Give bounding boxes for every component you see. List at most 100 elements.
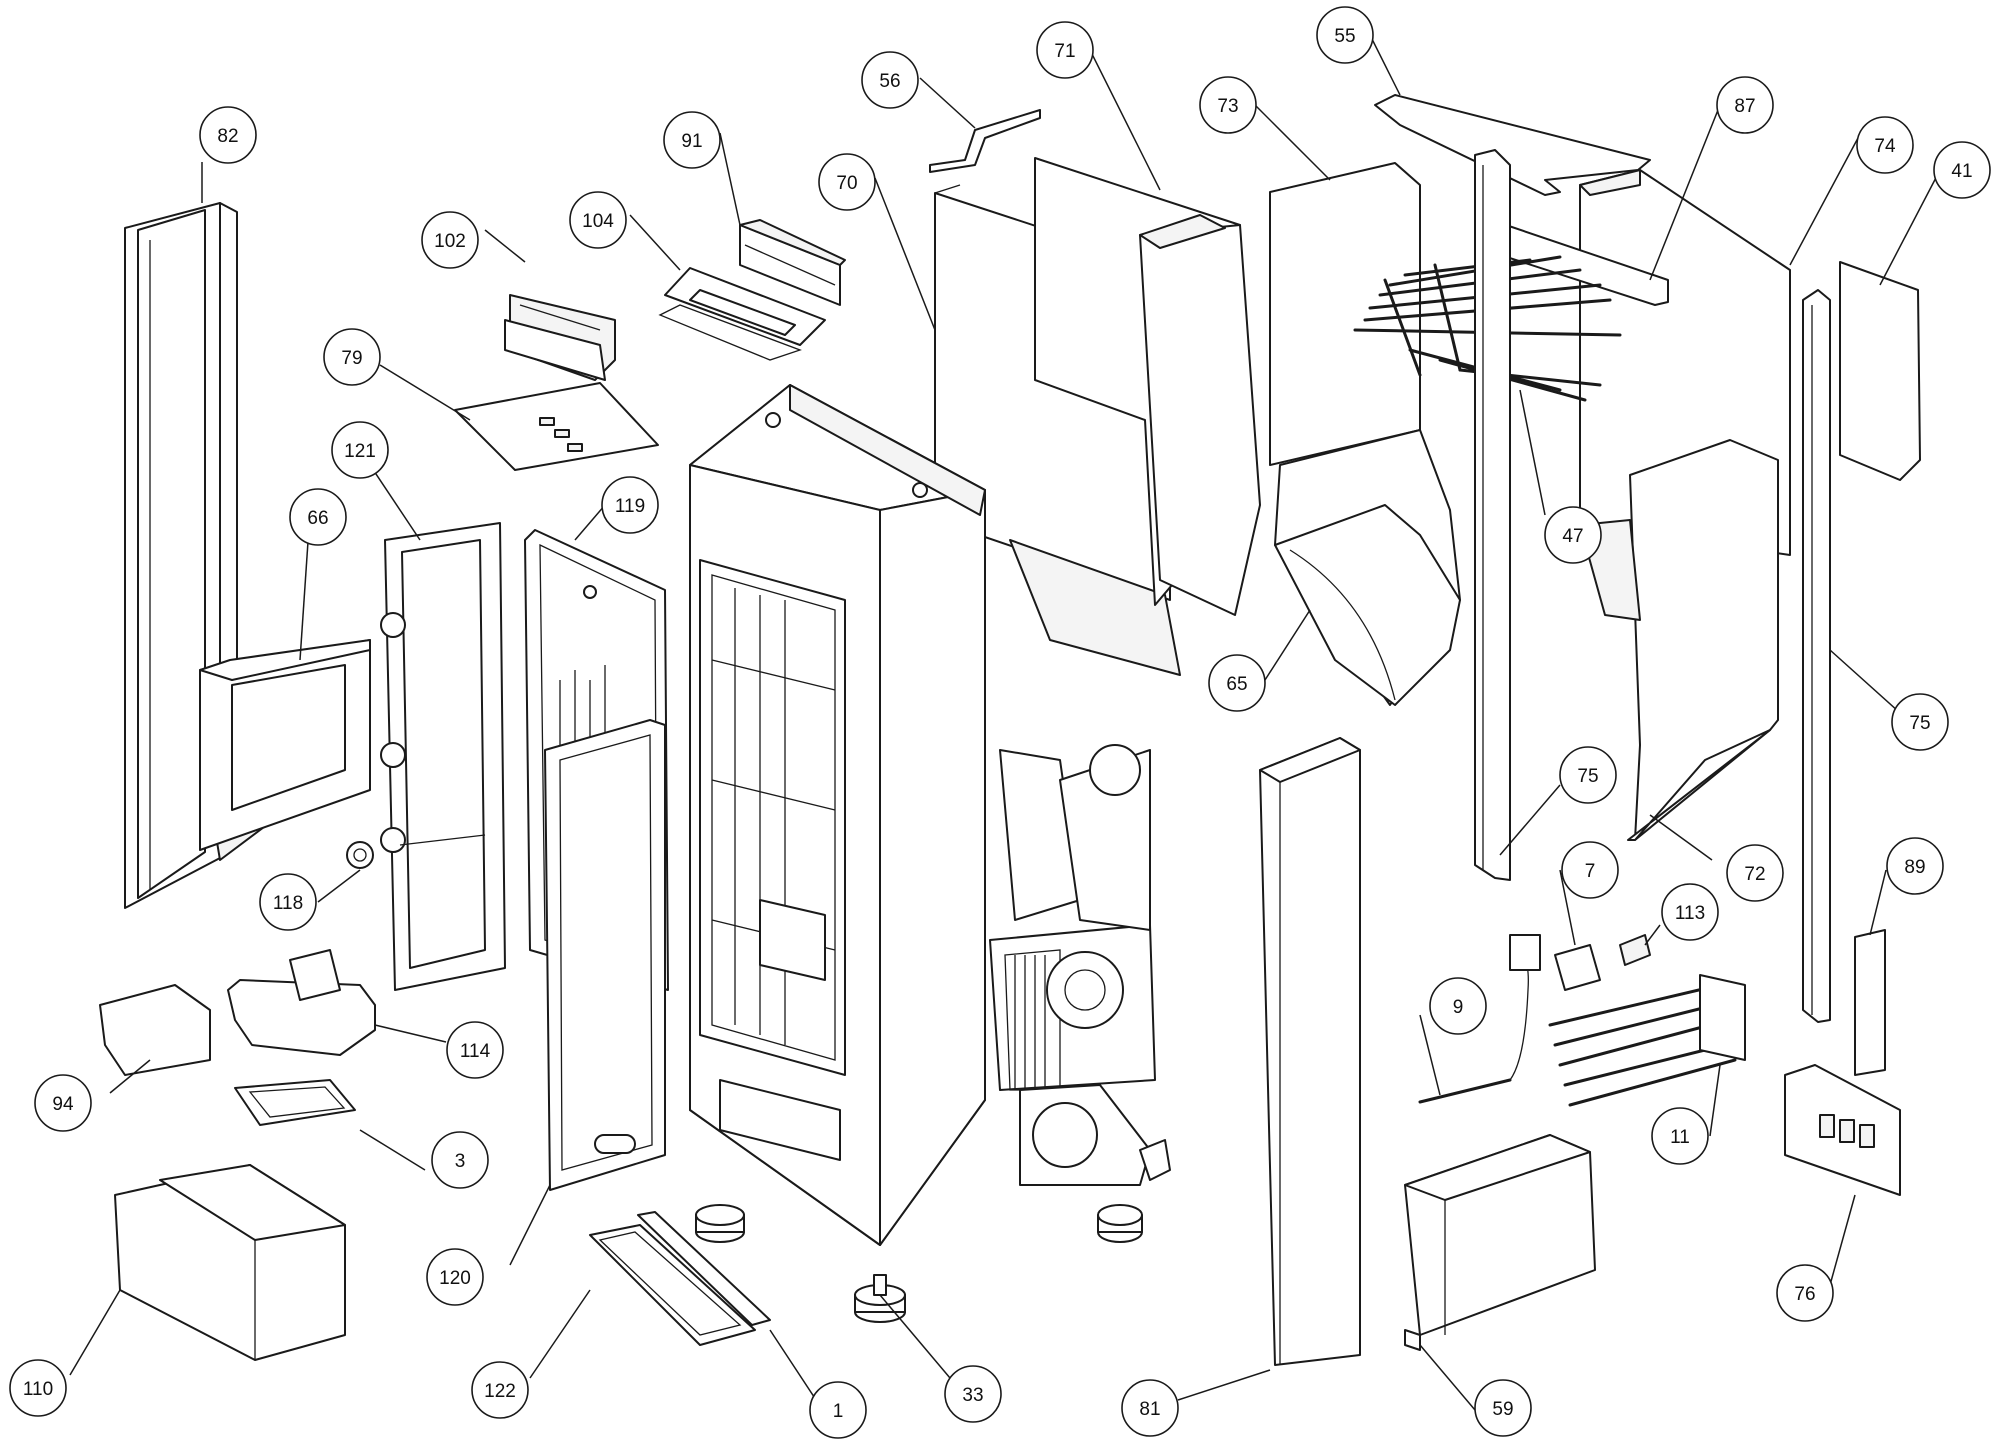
svg-text:119: 119 bbox=[615, 496, 645, 517]
part-7-switch bbox=[1509, 934, 1601, 991]
svg-text:76: 76 bbox=[1794, 1284, 1815, 1305]
part-65-curved-plate bbox=[1274, 504, 1461, 706]
part-122-glass-gasket bbox=[589, 1224, 756, 1346]
part-82-side-panel bbox=[124, 202, 301, 909]
part-1-seal bbox=[637, 1211, 771, 1326]
part-110-ash-pan bbox=[114, 1164, 346, 1361]
part-81-duct bbox=[1259, 737, 1361, 1366]
part-121-gasket bbox=[380, 522, 506, 991]
svg-text:11: 11 bbox=[1670, 1127, 1690, 1148]
svg-text:82: 82 bbox=[217, 126, 238, 147]
svg-text:110: 110 bbox=[23, 1379, 53, 1400]
part-102-bracket bbox=[504, 294, 616, 381]
svg-text:73: 73 bbox=[1217, 96, 1238, 117]
callout-119: 119 bbox=[601, 476, 659, 534]
svg-text:75: 75 bbox=[1577, 766, 1598, 787]
svg-text:47: 47 bbox=[1562, 526, 1583, 547]
svg-text:56: 56 bbox=[879, 71, 900, 92]
part-blower-assembly bbox=[989, 744, 1171, 1186]
callout-121: 121 bbox=[331, 421, 389, 479]
callout-104: 104 bbox=[569, 191, 627, 249]
svg-text:9: 9 bbox=[1453, 997, 1464, 1018]
callout-72: 72 bbox=[1726, 844, 1784, 902]
callout-102: 102 bbox=[421, 211, 479, 269]
callout-56: 56 bbox=[861, 51, 919, 109]
callout-1: 1 bbox=[809, 1381, 867, 1439]
callout-9: 9 bbox=[1429, 977, 1487, 1035]
svg-text:122: 122 bbox=[484, 1381, 516, 1402]
svg-text:41: 41 bbox=[1951, 161, 1972, 182]
callout-118: 118 bbox=[259, 873, 317, 931]
svg-text:70: 70 bbox=[836, 173, 857, 194]
part-94-block bbox=[99, 984, 211, 1076]
svg-text:121: 121 bbox=[344, 441, 376, 462]
callout-74: 74 bbox=[1856, 116, 1914, 174]
part-3-gasket bbox=[234, 1079, 356, 1126]
part-59-panel bbox=[1404, 1134, 1596, 1351]
callout-89: 89 bbox=[1886, 837, 1944, 895]
callout-91: 91 bbox=[663, 111, 721, 169]
main-stove-body bbox=[689, 384, 986, 1246]
callout-94: 94 bbox=[34, 1074, 92, 1132]
svg-text:74: 74 bbox=[1874, 136, 1896, 157]
part-113-label bbox=[1619, 934, 1651, 966]
part-33-foot bbox=[695, 1204, 1143, 1323]
part-66-frame bbox=[199, 639, 371, 851]
callout-81: 81 bbox=[1121, 1379, 1179, 1437]
callout-33: 33 bbox=[944, 1365, 1002, 1423]
callout-3: 3 bbox=[431, 1131, 489, 1189]
callout-76: 76 bbox=[1776, 1264, 1834, 1322]
leader-lines bbox=[69, 34, 1941, 1413]
callout-41: 41 bbox=[1933, 141, 1991, 199]
svg-text:7: 7 bbox=[1585, 861, 1596, 882]
svg-text:102: 102 bbox=[434, 231, 466, 252]
svg-text:59: 59 bbox=[1492, 1399, 1513, 1420]
callout-75-right: 75 bbox=[1891, 693, 1949, 751]
svg-text:113: 113 bbox=[1675, 903, 1705, 924]
svg-text:118: 118 bbox=[273, 893, 303, 914]
svg-text:66: 66 bbox=[307, 508, 328, 529]
callout-11: 11 bbox=[1651, 1107, 1709, 1165]
svg-text:1: 1 bbox=[833, 1401, 844, 1422]
svg-text:114: 114 bbox=[460, 1041, 491, 1062]
callout-87: 87 bbox=[1716, 76, 1774, 134]
callouts: 82 102 104 91 56 7 1 70 73 55 87 74 41 79… bbox=[9, 6, 1991, 1439]
part-104-plate bbox=[658, 267, 826, 361]
svg-text:89: 89 bbox=[1904, 857, 1925, 878]
callout-110: 110 bbox=[9, 1359, 67, 1417]
callout-79: 79 bbox=[323, 328, 381, 386]
part-55-top-plate bbox=[1374, 94, 1651, 196]
callout-113: 113 bbox=[1661, 883, 1719, 941]
callout-47: 47 bbox=[1544, 506, 1602, 564]
part-71-baffle-panel bbox=[1034, 157, 1261, 616]
part-76-control-plate bbox=[1784, 1064, 1901, 1196]
svg-text:94: 94 bbox=[52, 1094, 74, 1115]
callout-59: 59 bbox=[1474, 1379, 1532, 1437]
part-41-small-panel bbox=[1839, 261, 1921, 481]
svg-text:75: 75 bbox=[1909, 713, 1930, 734]
part-75-rail-right bbox=[1802, 289, 1831, 1023]
callout-70: 70 bbox=[818, 153, 876, 211]
callout-122: 122 bbox=[471, 1361, 529, 1419]
callout-114: 114 bbox=[446, 1021, 504, 1079]
part-79-plate bbox=[454, 382, 659, 471]
svg-text:72: 72 bbox=[1744, 864, 1765, 885]
callout-75-left: 75 bbox=[1559, 746, 1617, 804]
callout-55: 55 bbox=[1316, 6, 1374, 64]
svg-text:104: 104 bbox=[582, 211, 614, 232]
part-11-heating-rods bbox=[1548, 974, 1746, 1107]
svg-text:87: 87 bbox=[1734, 96, 1755, 117]
part-89-bracket bbox=[1854, 929, 1886, 1076]
part-72-angled-panel bbox=[1579, 439, 1779, 841]
svg-text:81: 81 bbox=[1139, 1399, 1160, 1420]
part-91-channel bbox=[739, 219, 846, 306]
part-118-ring bbox=[346, 841, 374, 869]
svg-text:55: 55 bbox=[1334, 26, 1355, 47]
svg-text:120: 120 bbox=[439, 1268, 471, 1289]
svg-text:91: 91 bbox=[681, 131, 702, 152]
svg-text:65: 65 bbox=[1226, 674, 1247, 695]
svg-text:79: 79 bbox=[341, 348, 362, 369]
part-56-bracket bbox=[929, 109, 1041, 173]
svg-text:3: 3 bbox=[455, 1151, 466, 1172]
